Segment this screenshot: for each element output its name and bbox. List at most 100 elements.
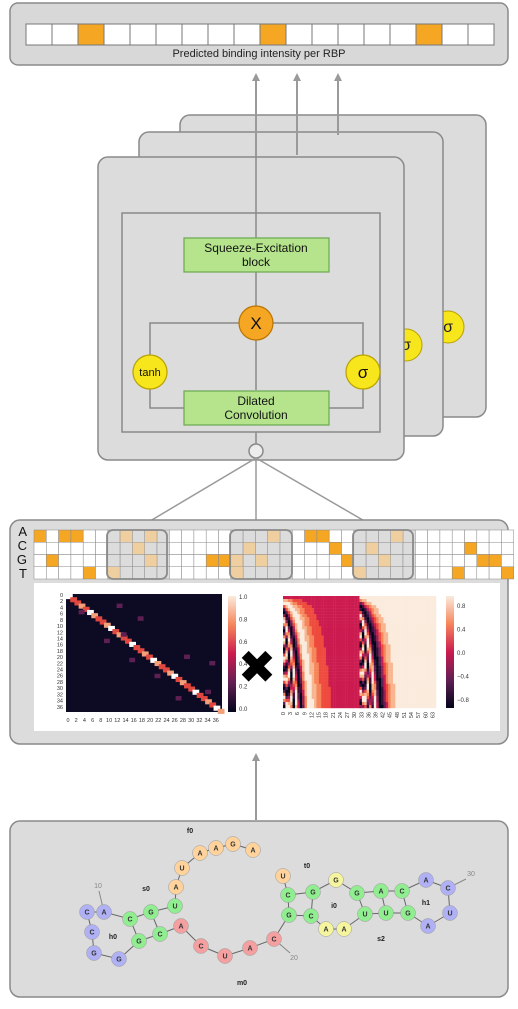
heatmap-2-cell bbox=[321, 689, 324, 694]
heatmap-2-cell bbox=[294, 611, 298, 615]
heatmap-2-cell bbox=[302, 692, 305, 697]
heatmap-2-cell bbox=[407, 611, 410, 615]
heatmap-2-cell bbox=[428, 596, 432, 600]
heatmap-2-cell bbox=[407, 647, 410, 651]
heatmap-2-cell bbox=[354, 635, 358, 639]
heatmap-2-cell bbox=[323, 671, 327, 675]
heatmap-2-cell bbox=[400, 677, 403, 681]
heatmap-2-cell bbox=[306, 629, 310, 633]
onehot-cell bbox=[488, 554, 502, 567]
heatmap-2-cell bbox=[409, 683, 413, 688]
heatmap-2-cell bbox=[316, 614, 320, 618]
heatmap-2-cell bbox=[306, 677, 310, 681]
heatmap-2-cell bbox=[414, 674, 418, 678]
heatmap-2-cell bbox=[407, 605, 410, 609]
heatmap-2-cell bbox=[361, 695, 365, 700]
row-label-g: G bbox=[17, 552, 27, 567]
heatmap-2-cell bbox=[321, 683, 324, 688]
heatmap-2-cell bbox=[409, 638, 413, 642]
heatmap-2-cell bbox=[335, 671, 339, 675]
heatmap-2-cell bbox=[321, 605, 324, 609]
heatmap-2-cell bbox=[299, 695, 303, 700]
onehot-cell bbox=[255, 542, 268, 555]
heatmap-2-cell bbox=[433, 680, 437, 684]
heatmap-2-cell bbox=[373, 623, 377, 627]
heatmap-2-cell bbox=[388, 692, 391, 697]
heatmap-2-cell bbox=[409, 644, 413, 648]
heatmap-2-cell bbox=[395, 704, 398, 709]
heatmap-2-cell bbox=[342, 638, 346, 642]
heatmap-2-cell bbox=[383, 611, 386, 615]
onehot-cell bbox=[365, 529, 379, 543]
rna-nucleotide-letter: G bbox=[136, 939, 142, 946]
heatmap-2-cell bbox=[323, 698, 327, 703]
heatmap-1-ytick: 10 bbox=[57, 624, 63, 630]
heatmap-2-cell bbox=[402, 677, 406, 681]
heatmap-2-cell bbox=[397, 602, 401, 606]
heatmap-2-cell bbox=[287, 701, 291, 706]
heatmap-2-cell bbox=[323, 656, 327, 660]
heatmap-2-cell bbox=[421, 620, 425, 624]
heatmap-2-cell bbox=[297, 620, 300, 624]
heatmap-2-cell bbox=[321, 650, 324, 654]
heatmap-2-cell bbox=[416, 632, 420, 636]
heatmap-2-cell bbox=[294, 701, 298, 706]
heatmap-2-cell bbox=[373, 656, 377, 660]
heatmap-2-cell bbox=[426, 608, 430, 612]
heatmap-2-cell bbox=[345, 644, 348, 648]
heatmap-2-cell bbox=[285, 701, 288, 706]
heatmap-2-cell bbox=[349, 665, 353, 669]
heatmap-2-cell bbox=[299, 599, 303, 603]
heatmap-2-cell bbox=[390, 677, 394, 681]
heatmap-2-cell bbox=[416, 626, 420, 630]
heatmap-2-cell bbox=[290, 650, 293, 654]
heatmap-2-cell bbox=[424, 614, 427, 618]
heatmap-2-cell bbox=[333, 629, 336, 633]
heatmap-2-colorbar bbox=[446, 596, 454, 708]
heatmap-2-cell bbox=[373, 620, 377, 624]
heatmap-2-cell bbox=[285, 677, 288, 681]
heatmap-2-cell bbox=[404, 617, 408, 621]
heatmap-2-cell bbox=[318, 629, 322, 633]
heatmap-2-cell bbox=[359, 638, 363, 642]
heatmap-2-cell bbox=[306, 680, 310, 684]
heatmap-2-cell bbox=[345, 653, 348, 657]
heatmap-2-cell bbox=[364, 701, 367, 706]
heatmap-2-cell bbox=[306, 683, 310, 688]
onehot-cell bbox=[33, 554, 47, 567]
heatmap-2-cell bbox=[414, 611, 418, 615]
heatmap-2-cell bbox=[383, 683, 386, 688]
heatmap-2-cell bbox=[354, 602, 358, 606]
heatmap-2-cell bbox=[361, 635, 365, 639]
heatmap-2-cell bbox=[390, 602, 394, 606]
heatmap-2-cell bbox=[316, 629, 320, 633]
heatmap-2-cell bbox=[414, 671, 418, 675]
heatmap-2-cell bbox=[395, 641, 398, 645]
heatmap-2-cell bbox=[424, 704, 427, 709]
heatmap-2-cell bbox=[297, 680, 300, 684]
onehot-cell bbox=[95, 542, 109, 555]
heatmap-2-cell bbox=[428, 617, 432, 621]
heatmap-2-cell bbox=[306, 614, 310, 618]
heatmap-2-cell bbox=[369, 662, 372, 666]
onehot-window-cell bbox=[267, 529, 281, 543]
heatmap-2-cell bbox=[330, 701, 334, 706]
heatmap-2-cell bbox=[397, 608, 401, 612]
onehot-grid bbox=[33, 529, 514, 580]
heatmap-2-cell bbox=[330, 680, 334, 684]
heatmap-2-cell bbox=[433, 653, 437, 657]
heatmap-2-colorbar-tick: 0.4 bbox=[457, 628, 466, 634]
onehot-cell bbox=[439, 554, 453, 567]
heatmap-2-cell bbox=[392, 626, 396, 630]
heatmap-2-cell bbox=[340, 635, 343, 639]
rna-nucleotide-letter: A bbox=[250, 848, 255, 855]
heatmap-2-cell bbox=[333, 668, 336, 672]
heatmap-2-cell bbox=[392, 605, 396, 609]
heatmap-2-cell bbox=[294, 626, 298, 630]
heatmap-2-cell bbox=[354, 644, 358, 648]
heatmap-2-cell bbox=[352, 680, 355, 684]
heatmap-2-cell bbox=[345, 665, 348, 669]
rna-nucleotide bbox=[242, 940, 258, 956]
heatmap-2-cell bbox=[304, 647, 308, 651]
heatmap-2-cell bbox=[309, 629, 312, 633]
